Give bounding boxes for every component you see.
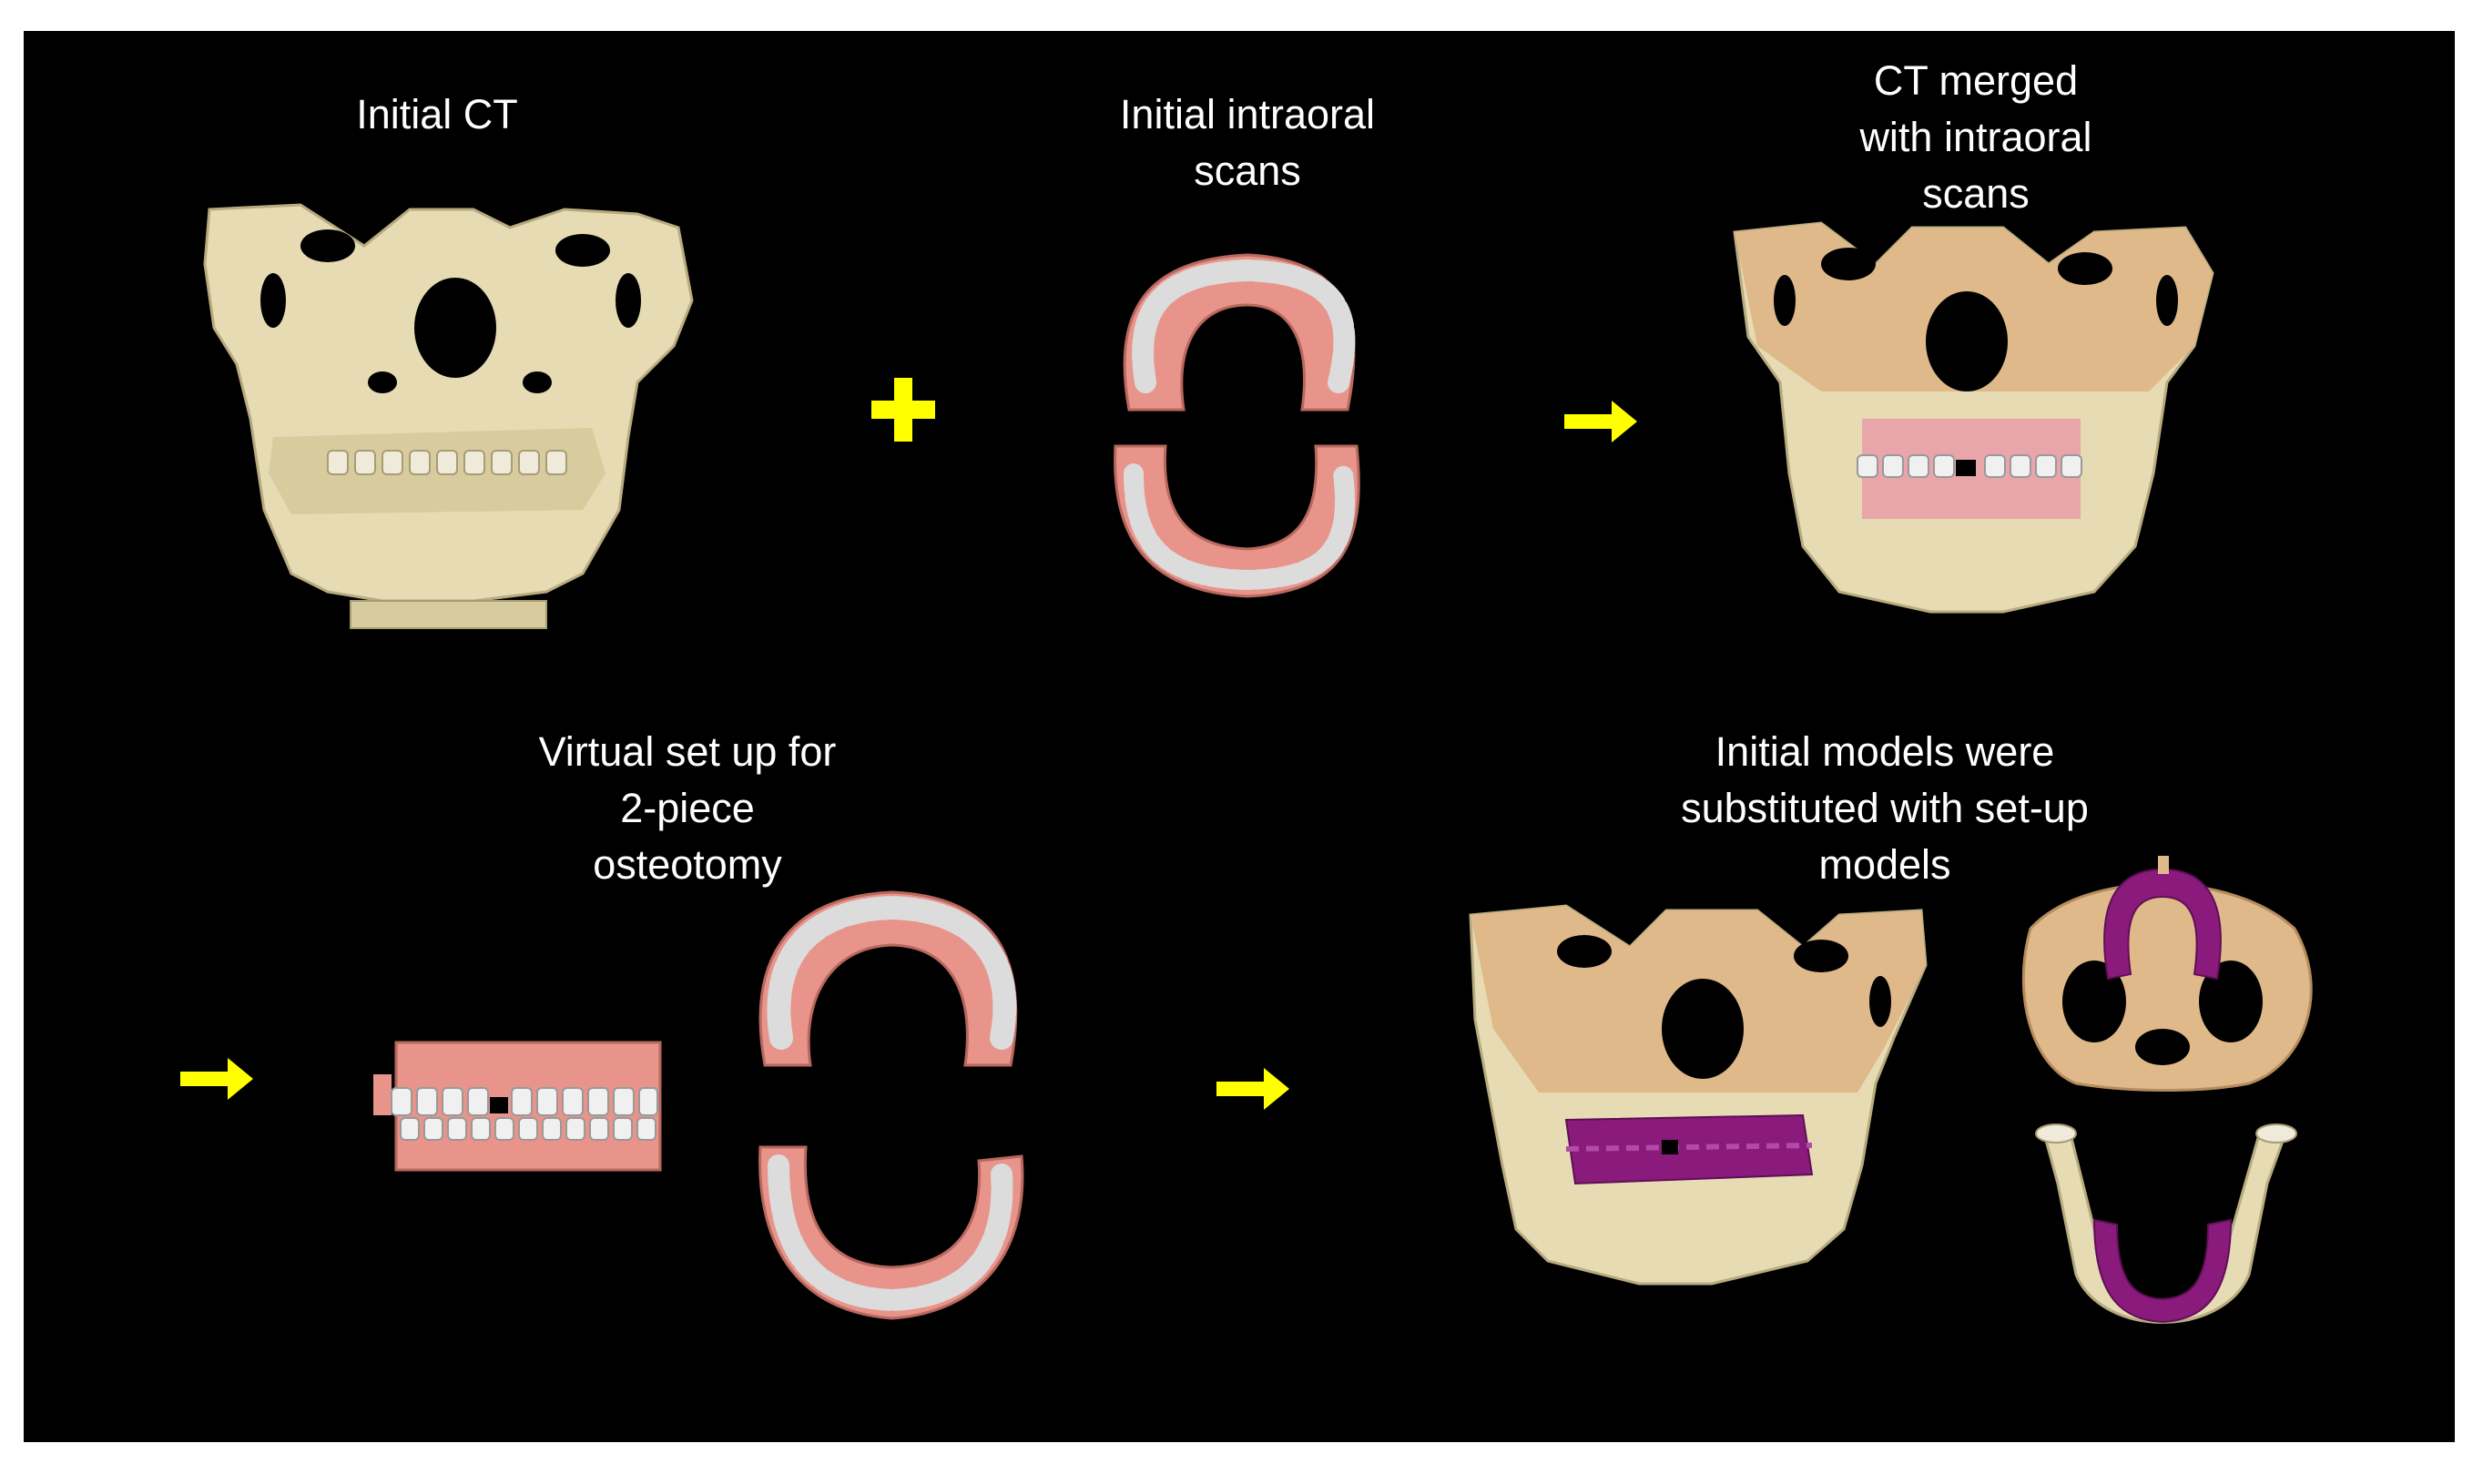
ct-merged-skull [1733, 221, 2214, 614]
virtual-setup-upper-arch [758, 890, 1018, 1067]
initial-ct-skull [203, 203, 694, 629]
final-frontal-skull [1469, 904, 1928, 1286]
label-ct-merged: CT merged with intraoral scans [1859, 57, 2092, 217]
arrow-right-icon [1564, 401, 1637, 442]
label-initial-intraoral: Initial intraoral scans [1119, 91, 1376, 194]
initial-intraoral-upper-arch [1123, 253, 1356, 412]
virtual-setup-frontal-model [373, 1041, 662, 1172]
initial-intraoral-lower-arch [1114, 444, 1360, 598]
arrow-right-icon [1216, 1068, 1289, 1110]
arrow-right-icon [180, 1058, 253, 1100]
label-initial-ct: Initial CT [356, 91, 518, 137]
final-submental-view [2021, 856, 2313, 1324]
virtual-setup-lower-arch [758, 1145, 1024, 1320]
plus-icon [871, 378, 935, 442]
label-virtual-setup: Virtual set up for 2-piece osteotomy [538, 728, 837, 888]
label-initial-models: Initial models were substituted with set… [1681, 728, 2089, 888]
